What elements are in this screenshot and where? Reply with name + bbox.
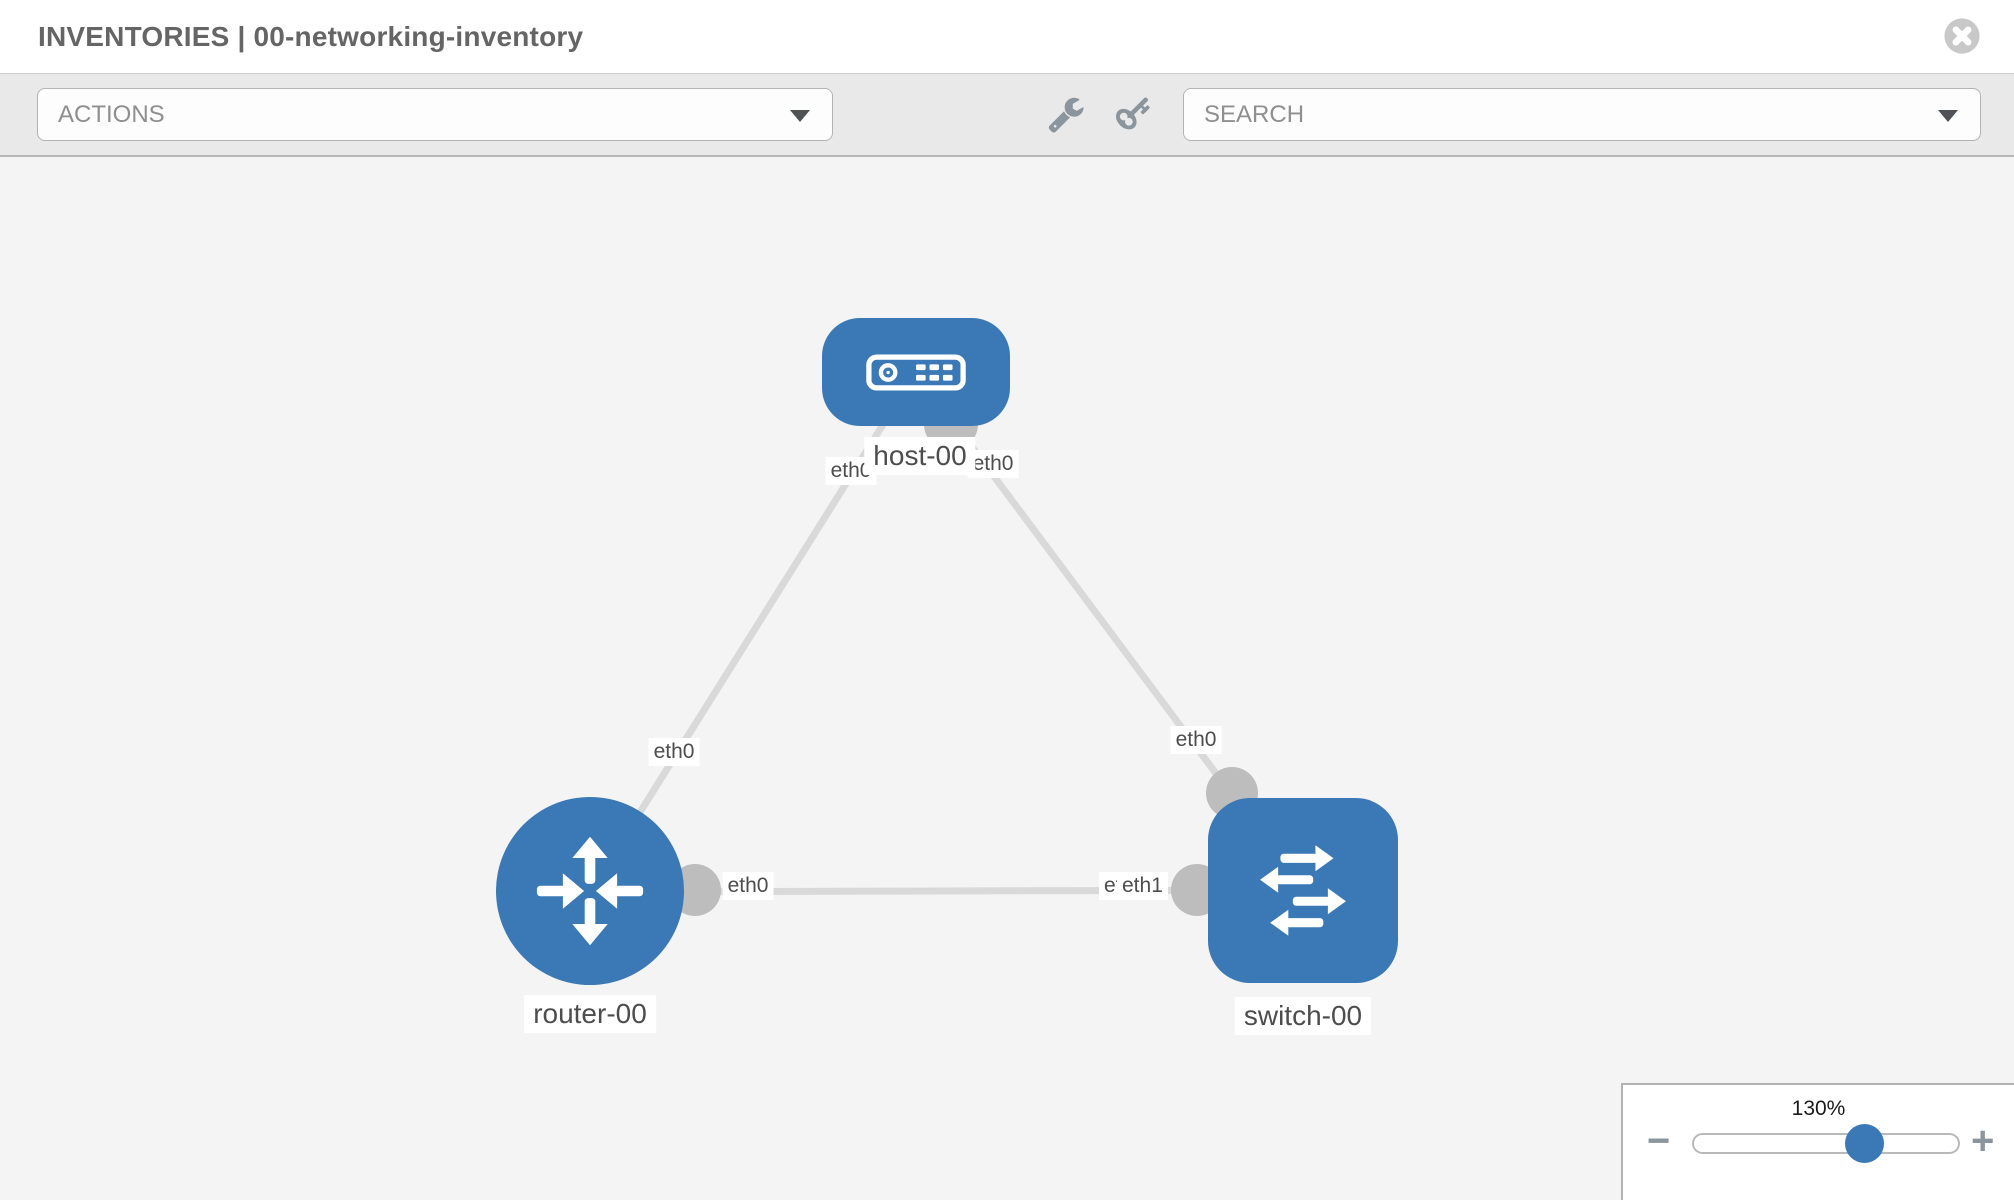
page-title: INVENTORIES | 00-networking-inventory xyxy=(38,21,584,52)
router-arrows-icon xyxy=(536,836,644,946)
zoom-level-readout: 130% xyxy=(1791,1097,1846,1120)
node-router[interactable] xyxy=(496,797,684,985)
interface-label-router-eth0-to-switch: eth0 xyxy=(722,872,774,900)
actions-dropdown[interactable]: ACTIONS xyxy=(37,88,833,141)
header: INVENTORIES | 00-networking-inventory xyxy=(0,0,2014,73)
topology-canvas[interactable]: eth0 eth0 eth0 eth0 eth0 eth1 eth1 host-… xyxy=(0,157,2014,1200)
zoom-slider-thumb[interactable] xyxy=(1845,1124,1884,1163)
node-switch[interactable] xyxy=(1208,798,1398,983)
x-circle-icon xyxy=(1944,18,1980,54)
zoom-control-panel: 130% − + xyxy=(1621,1083,2014,1200)
search-dropdown[interactable]: SEARCH xyxy=(1183,88,1981,141)
interface-label-router-eth0-to-host: eth0 xyxy=(648,738,700,766)
server-icon xyxy=(866,353,966,391)
chevron-down-icon xyxy=(790,109,810,122)
node-label-router: router-00 xyxy=(524,995,656,1033)
interface-label-switch-eth1: eth1 xyxy=(1117,872,1168,900)
node-label-switch: switch-00 xyxy=(1234,997,1372,1035)
interface-label-switch-eth0-to-host: eth0 xyxy=(1170,726,1222,754)
wrench-icon xyxy=(1048,97,1084,133)
actions-dropdown-label: ACTIONS xyxy=(58,100,165,128)
zoom-slider-track[interactable] xyxy=(1692,1133,1960,1154)
key-icon-button[interactable] xyxy=(1112,93,1156,137)
node-host[interactable] xyxy=(822,318,1010,426)
toolbar: ACTIONS SEARCH xyxy=(0,73,2014,157)
topology-links-layer xyxy=(587,369,1306,916)
chevron-down-icon xyxy=(1938,109,1958,122)
node-label-host: host-00 xyxy=(864,437,976,475)
close-button[interactable] xyxy=(1943,17,1981,55)
switch-arrows-icon xyxy=(1260,845,1346,936)
search-dropdown-label: SEARCH xyxy=(1204,100,1305,128)
key-icon xyxy=(1116,96,1150,129)
zoom-in-button[interactable]: + xyxy=(1971,1119,1995,1163)
wrench-icon-button[interactable] xyxy=(1044,93,1088,137)
interface-label-host-eth0-to-switch: eth0 xyxy=(967,450,1019,478)
zoom-out-button[interactable]: − xyxy=(1647,1119,1671,1163)
